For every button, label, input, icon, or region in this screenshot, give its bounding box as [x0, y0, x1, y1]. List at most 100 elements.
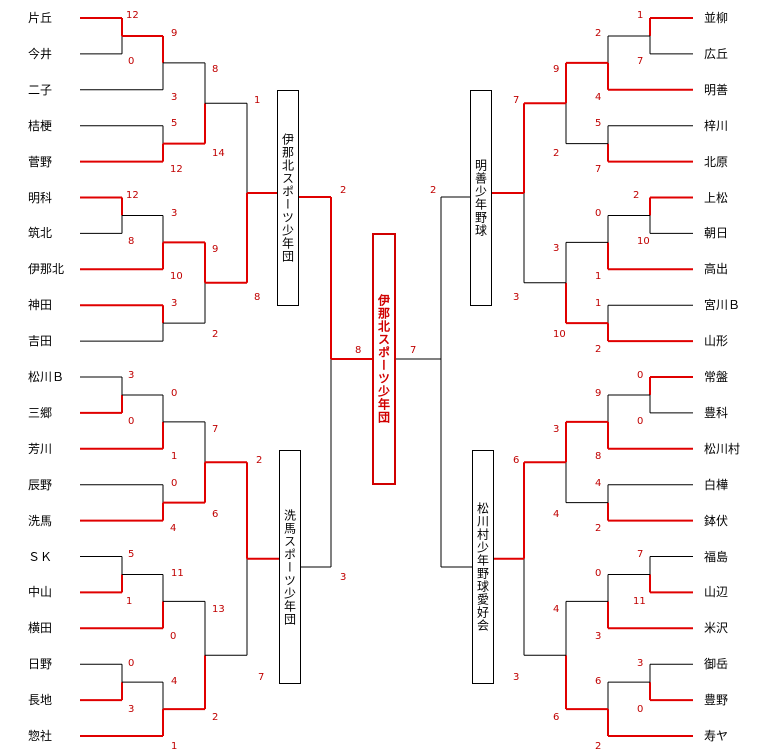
score-label: 0	[637, 704, 644, 715]
team-left: ＳＫ	[28, 549, 53, 564]
score-label: 9	[171, 28, 178, 39]
team-left: 桔梗	[28, 118, 53, 133]
score-label: 9	[595, 388, 602, 399]
score-label: 2	[553, 148, 560, 159]
team-left: 二子	[28, 82, 53, 97]
score-label: 10	[637, 236, 650, 247]
team-right: 明善	[704, 82, 729, 97]
score-label: 2	[256, 455, 263, 466]
score-label: 8	[254, 292, 261, 303]
score-label: 7	[595, 164, 602, 175]
score-label: 1	[126, 596, 133, 607]
score-label: 3	[637, 658, 644, 669]
score-label: 6	[595, 676, 602, 687]
score-label: 0	[595, 568, 602, 579]
semifinal-box-bottom-left: 洗馬スポーツ少年団	[279, 450, 301, 684]
score-label: 3	[340, 572, 347, 583]
score-label: 12	[170, 164, 183, 175]
team-right: 上松	[704, 190, 729, 205]
team-left: 中山	[28, 585, 53, 600]
score-label: 6	[553, 712, 560, 723]
team-right: 朝日	[704, 226, 729, 241]
team-left: 明科	[28, 190, 53, 205]
score-label: 4	[553, 604, 560, 615]
score-label: 6	[212, 509, 219, 520]
score-label: 3	[171, 298, 178, 309]
score-label: 3	[595, 631, 602, 642]
score-label: 11	[633, 596, 646, 607]
team-right: 鉢伏	[704, 513, 729, 528]
score-label: 3	[128, 704, 135, 715]
team-right: 並柳	[704, 11, 729, 25]
score-label: 5	[128, 549, 135, 560]
score-label: 4	[553, 509, 560, 520]
score-label: 2	[340, 185, 347, 196]
score-label: 4	[171, 676, 178, 687]
team-right: 福島	[704, 549, 729, 564]
team-left: 横田	[28, 621, 53, 636]
team-right: 豊科	[704, 405, 729, 420]
team-left: 辰野	[28, 477, 53, 492]
score-label: 4	[595, 478, 602, 489]
score-label: 3	[513, 292, 520, 303]
team-right: 梓川	[704, 118, 729, 133]
team-left: 吉田	[28, 334, 53, 349]
score-label: 11	[171, 568, 184, 579]
score-label: 0	[637, 370, 644, 381]
champion-box: 伊那北スポーツ少年団	[372, 233, 396, 485]
score-label: 12	[126, 10, 139, 21]
team-right: 豊野	[704, 693, 729, 708]
score-label: 2	[212, 329, 219, 340]
team-right: 常盤	[704, 370, 729, 384]
team-left: 今井	[28, 46, 53, 61]
score-label: 0	[128, 658, 135, 669]
score-label: 5	[171, 118, 178, 129]
score-label: 7	[212, 424, 219, 435]
team-right: 広丘	[704, 46, 729, 61]
score-label: 3	[553, 424, 560, 435]
score-label: 2	[212, 712, 219, 723]
score-label: 7	[410, 345, 417, 356]
team-right: 白樺	[704, 477, 729, 492]
score-label: 12	[126, 190, 139, 201]
team-right: 宮川Ｂ	[704, 298, 741, 313]
semifinal-box-bottom-right: 松川村少年野球愛好会	[472, 450, 494, 684]
score-label: 3	[553, 243, 560, 254]
team-right: 松川村	[704, 441, 741, 456]
score-label: 1	[595, 271, 602, 282]
score-label: 9	[212, 244, 219, 255]
score-label: 1	[171, 741, 178, 752]
score-label: 10	[170, 271, 183, 282]
team-left: 長地	[28, 693, 53, 708]
score-label: 8	[595, 451, 602, 462]
score-label: 2	[595, 28, 602, 39]
team-right: 北原	[704, 154, 729, 169]
score-label: 3	[513, 672, 520, 683]
score-label: 7	[637, 549, 644, 560]
score-label: 9	[553, 64, 560, 75]
score-label: 1	[254, 95, 261, 106]
score-label: 7	[258, 672, 265, 683]
team-right: 米沢	[704, 621, 729, 636]
score-label: 8	[355, 345, 362, 356]
team-left: 伊那北	[28, 262, 65, 277]
team-right: 高出	[704, 262, 729, 277]
score-label: 3	[128, 370, 135, 381]
team-left: 三郷	[28, 405, 53, 420]
score-label: 7	[513, 95, 520, 106]
score-label: 2	[595, 344, 602, 355]
team-left: 神田	[28, 298, 53, 313]
score-label: 14	[212, 148, 225, 159]
score-label: 1	[637, 10, 644, 21]
score-label: 0	[171, 388, 178, 399]
score-label: 8	[212, 64, 219, 75]
score-label: 7	[637, 56, 644, 67]
score-label: 4	[170, 523, 177, 534]
team-left: 菅野	[28, 154, 53, 169]
score-label: 0	[595, 208, 602, 219]
team-left: 松川Ｂ	[28, 370, 65, 384]
score-label: 0	[128, 416, 135, 427]
score-label: 0	[128, 56, 135, 67]
